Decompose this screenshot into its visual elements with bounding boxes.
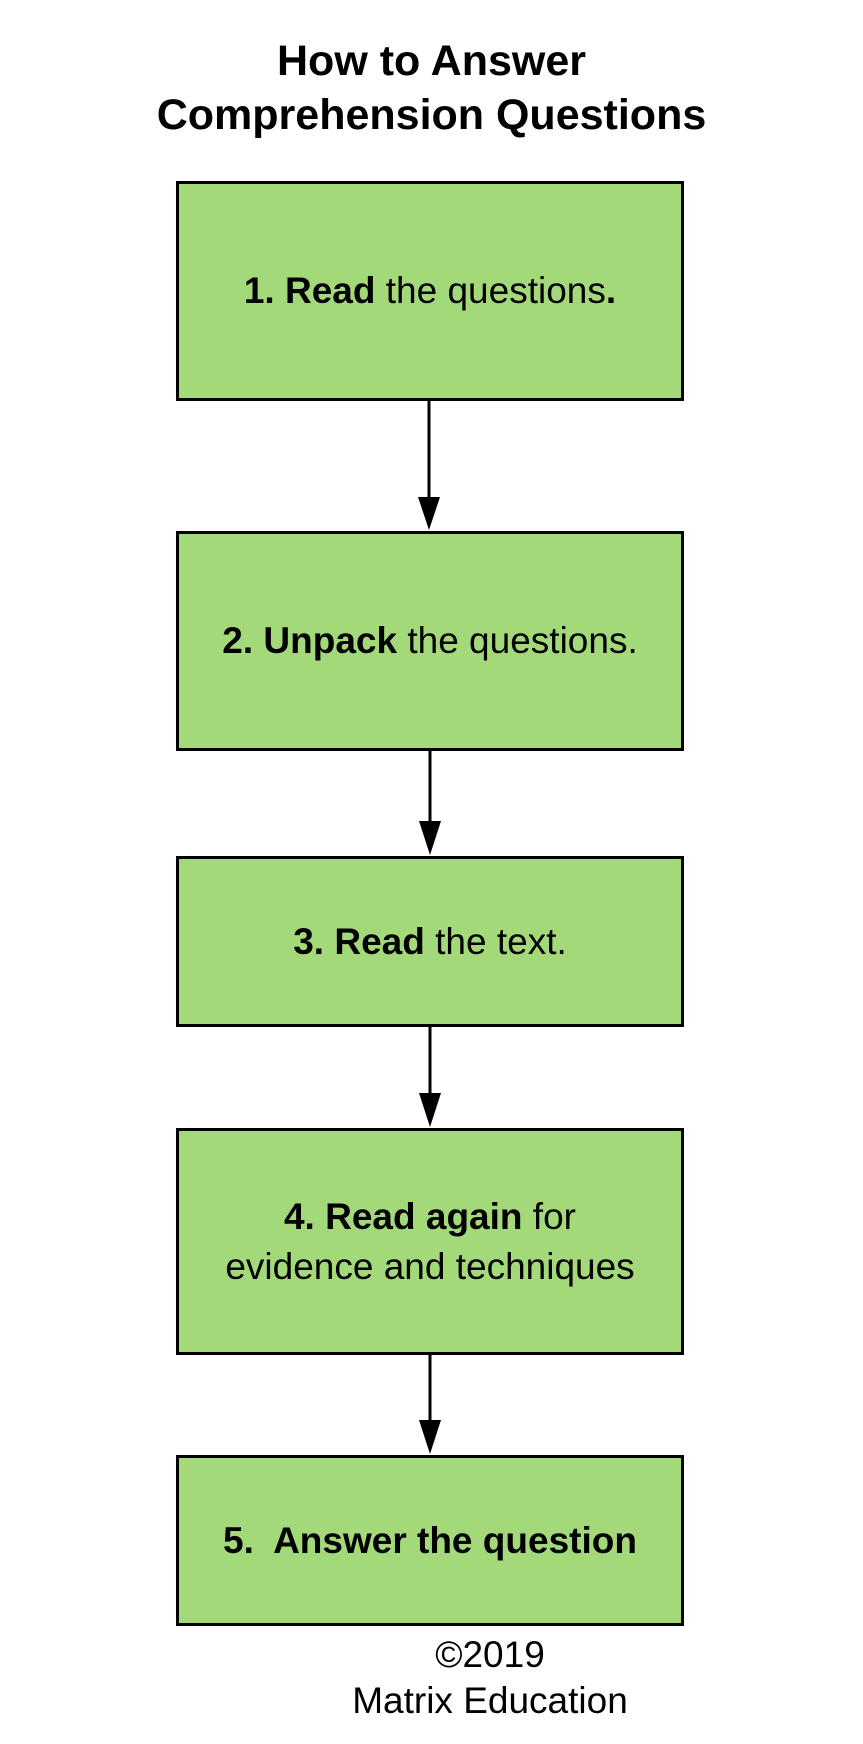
step-4-text: 4. Read again for evidence and technique…	[225, 1192, 634, 1292]
step-2-keyword: Unpack	[263, 620, 398, 661]
step-1-text: 1. Read the questions.	[244, 266, 616, 316]
step-4-rest: for	[522, 1195, 576, 1237]
step-3-rest: the text.	[424, 920, 567, 962]
organization-name: Matrix Education	[352, 1680, 628, 1721]
arrow-3-to-4	[419, 1027, 441, 1127]
step-2-rest: the questions.	[397, 620, 638, 661]
arrow-4-to-5	[419, 1355, 441, 1454]
step-5-text: 5. Answer the question	[223, 1519, 637, 1561]
title-line-1: How to Answer	[277, 37, 586, 85]
step-3-text: 3. Read the text.	[293, 917, 567, 967]
arrow-2-to-3	[419, 751, 441, 855]
step-4-keyword: Read again	[325, 1195, 523, 1237]
step-1-number: 1.	[243, 270, 275, 311]
step-2-text: 2. Unpack the questions.	[222, 616, 637, 666]
step-1-period: .	[605, 270, 617, 311]
step-2-box: 2. Unpack the questions.	[176, 531, 684, 751]
step-3-box: 3. Read the text.	[176, 856, 684, 1027]
step-1-box: 1. Read the questions.	[176, 181, 684, 401]
step-1-rest: the questions	[375, 270, 606, 311]
title-line-2: Comprehension Questions	[156, 91, 707, 139]
step-5-box: 5. Answer the question	[176, 1455, 684, 1626]
step-4-number: 4.	[283, 1195, 315, 1237]
step-3-number: 3.	[293, 920, 325, 962]
step-4-line-1: 4. Read again for	[225, 1192, 634, 1242]
arrow-1-to-2	[418, 401, 440, 530]
step-4-line-2: evidence and techniques	[225, 1245, 635, 1287]
step-2-number: 2.	[222, 620, 254, 661]
copyright-text: ©2019	[435, 1634, 545, 1675]
diagram-title: How to Answer Comprehension Questions	[0, 34, 863, 142]
step-4-box: 4. Read again for evidence and technique…	[176, 1128, 684, 1355]
step-1-keyword: Read	[284, 270, 376, 311]
step-3-keyword: Read	[334, 920, 425, 962]
